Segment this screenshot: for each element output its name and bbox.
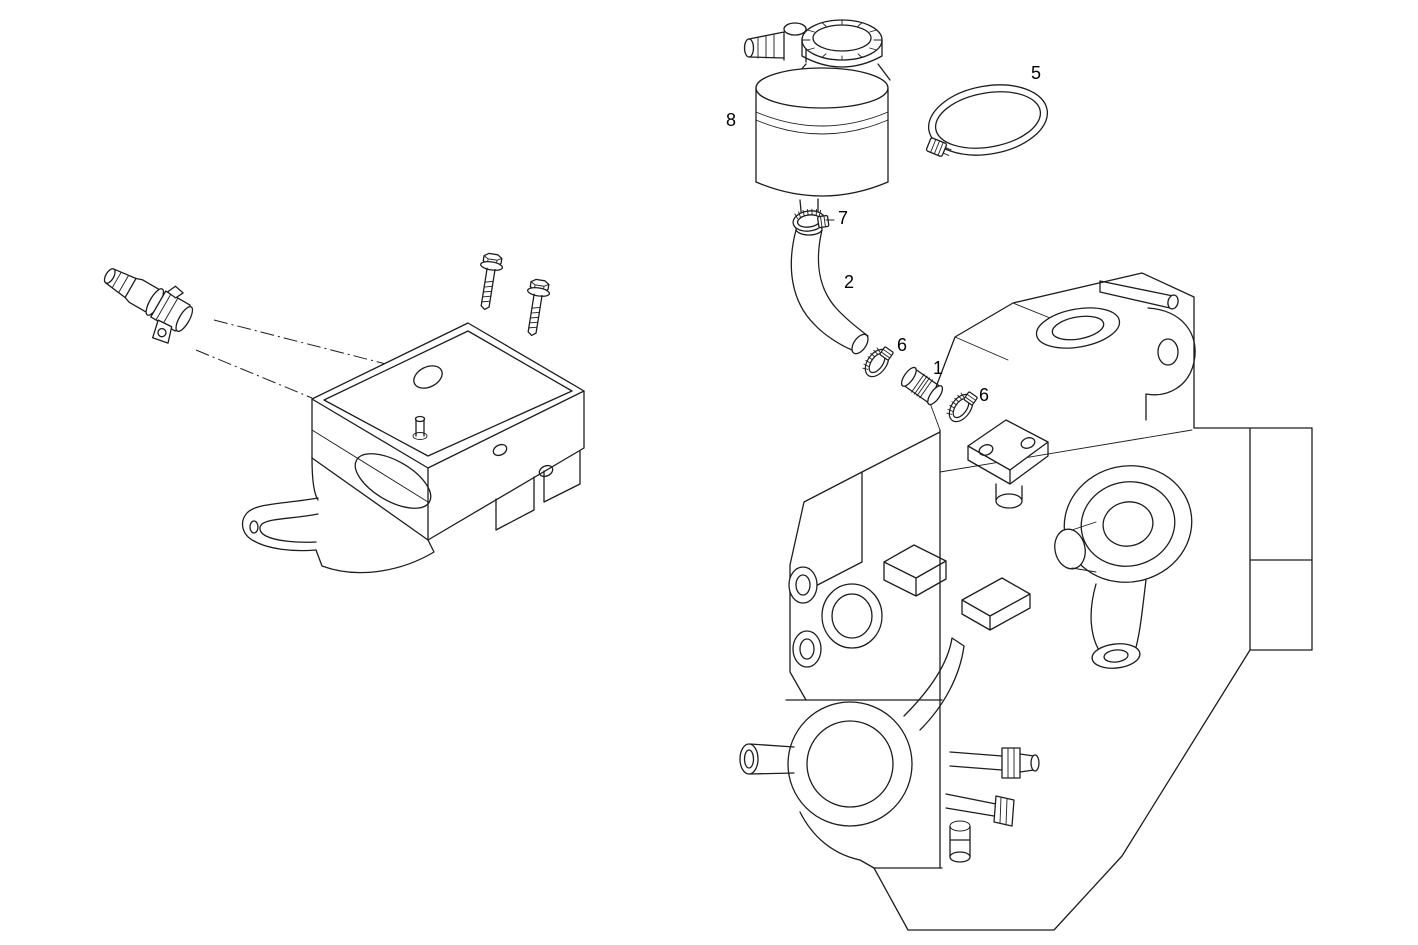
callout-1: 1	[933, 358, 943, 378]
drain-valve	[103, 268, 194, 344]
breather-hose	[790, 222, 869, 355]
callout-6-lower: 6	[979, 385, 989, 405]
callout-7: 7	[838, 208, 848, 228]
large-clamp-ring	[925, 84, 1049, 157]
callout-8: 8	[726, 110, 736, 130]
clamp-ring-screw	[925, 137, 952, 157]
engine-block	[739, 272, 1313, 931]
callouts: 8 5 7 2 6 1 6	[726, 63, 1041, 405]
callout-5: 5	[1031, 63, 1041, 83]
mounting-bolt-left	[473, 251, 505, 312]
hose-clamp-6-lower	[942, 386, 980, 427]
callout-2: 2	[844, 272, 854, 292]
mounting-bolt-right	[520, 277, 552, 338]
hose-clamp-7	[790, 206, 830, 234]
callout-6-upper: 6	[897, 335, 907, 355]
engine-mounting-flange	[967, 419, 1049, 509]
breather-reservoir	[743, 19, 891, 223]
mounting-bracket	[241, 322, 585, 574]
hose-fitting	[900, 366, 944, 406]
